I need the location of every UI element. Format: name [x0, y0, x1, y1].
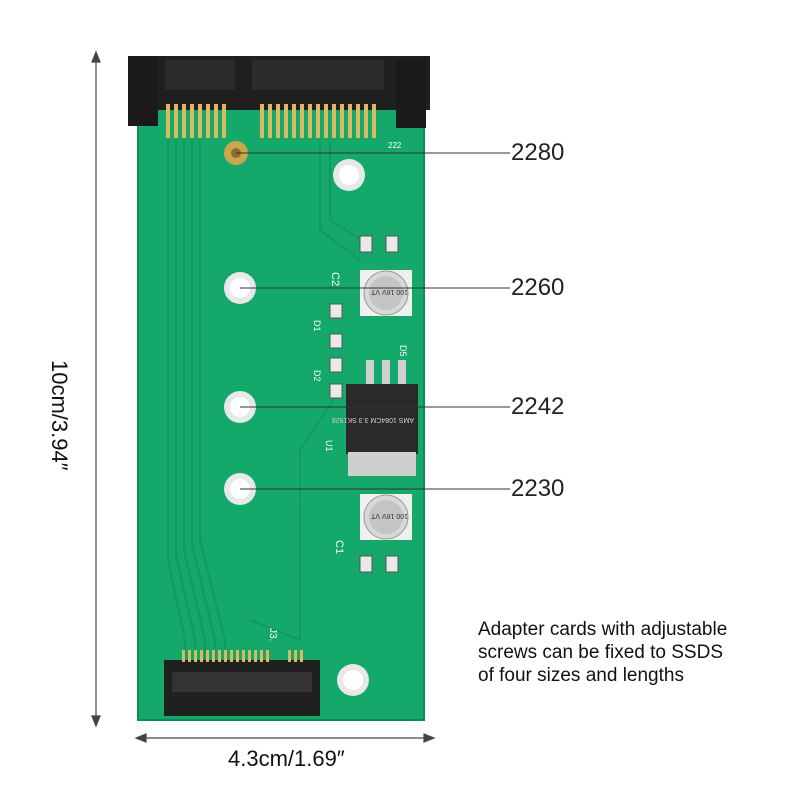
mount-hole-bottom: [337, 664, 369, 696]
silk-c1: C1: [333, 540, 345, 554]
silk-pin-marker: 222: [388, 141, 402, 150]
leader-lines: [236, 152, 510, 490]
m2-socket: [164, 650, 320, 716]
silk-d1: D1: [312, 320, 322, 332]
caption-line-1: Adapter cards with adjustable: [478, 619, 728, 640]
pcb-board: C2 C1 D1 D2 D5 U1 J3. 222 100 16V VT 100…: [128, 56, 430, 721]
width-dimension-label: 4.3cm/1.69″: [228, 746, 345, 771]
caption-line-3: of four sizes and lengths: [478, 665, 684, 686]
silk-d2: D2: [312, 370, 322, 382]
mount-hole-top: [333, 159, 365, 191]
caption-line-2: screws can be fixed to SSDS: [478, 642, 723, 663]
voltage-regulator-u1: [346, 360, 418, 476]
silk-j3: J3.: [267, 628, 278, 641]
width-dimension-arrow: [134, 733, 436, 743]
slot-label-2230: 2230: [511, 475, 565, 502]
sata-connector: [128, 56, 430, 138]
cap-c1-marking: 100 16V VT: [370, 512, 408, 519]
regulator-marking: AMS 1084CM 3.3 SK1928: [332, 416, 414, 423]
height-dimension-label: 10cm/3.94″: [47, 360, 72, 471]
cap-c2-marking: 100 16V VT: [370, 288, 408, 295]
height-dimension-arrow: [91, 50, 101, 728]
silk-d5: D5: [398, 345, 408, 357]
slot-label-2280: 2280: [511, 139, 565, 166]
silk-c2: C2: [329, 272, 341, 286]
capacitor-c1: [360, 494, 412, 540]
caption: Adapter cards with adjustable screws can…: [478, 618, 778, 687]
slot-label-2242: 2242: [511, 393, 565, 420]
slot-label-2260: 2260: [511, 274, 565, 301]
capacitor-c2: [360, 270, 412, 316]
silk-u1: U1: [324, 440, 334, 452]
